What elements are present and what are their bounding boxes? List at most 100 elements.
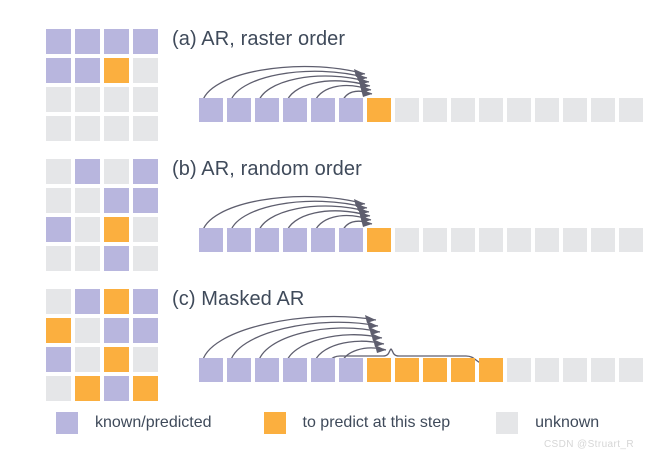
grid-cell-unknown [46,188,71,213]
sequence-cell-unknown [451,228,475,252]
grid-cell-unknown [46,289,71,314]
sequence-cell-known [283,228,307,252]
sequence-cell-unknown [535,228,559,252]
grid-cell-known [133,318,158,343]
grid-cell-unknown [104,116,129,141]
sequence-cell-known [227,228,251,252]
panel-c: (c) Masked AR [0,280,648,405]
sequence-cell-unknown [451,98,475,122]
sequence-cell-known [311,98,335,122]
sequence-cell-unknown [535,98,559,122]
panel-b-grid [46,159,158,271]
grid-cell-known [104,318,129,343]
panel-c-grid [46,289,158,401]
grid-cell-unknown [75,188,100,213]
grid-cell-predict [104,217,129,242]
sequence-cell-known [339,228,363,252]
grid-cell-known [133,289,158,314]
grid-cell-predict [104,58,129,83]
grid-cell-unknown [75,87,100,112]
grid-cell-unknown [75,347,100,372]
panel-b-title: (b) AR, random order [172,158,362,180]
grid-cell-unknown [133,246,158,271]
panel-a: (a) AR, raster order [0,20,648,145]
sequence-cell-unknown [395,228,419,252]
sequence-cell-predict [451,358,475,382]
sequence-cell-predict [367,358,391,382]
sequence-cell-unknown [535,358,559,382]
legend-item-predict: to predict at this step [263,412,451,434]
sequence-cell-known [311,358,335,382]
grid-cell-known [75,159,100,184]
legend-label-unknown: unknown [535,414,600,431]
legend-swatch-unknown [496,412,519,434]
grid-cell-unknown [46,116,71,141]
grid-cell-unknown [133,58,158,83]
grid-cell-known [75,58,100,83]
grid-cell-unknown [75,318,100,343]
sequence-cell-predict [423,358,447,382]
sequence-cell-unknown [619,358,643,382]
panel-b-sequence [199,228,643,252]
sequence-cell-predict [367,228,391,252]
grid-cell-unknown [75,246,100,271]
sequence-cell-unknown [591,98,615,122]
sequence-cell-known [311,228,335,252]
panel-c-title: (c) Masked AR [172,288,305,310]
grid-cell-unknown [133,87,158,112]
grid-cell-unknown [104,159,129,184]
sequence-cell-known [283,98,307,122]
grid-cell-unknown [46,376,71,401]
sequence-cell-known [199,98,223,122]
sequence-cell-predict [479,358,503,382]
sequence-cell-unknown [479,228,503,252]
sequence-cell-unknown [423,228,447,252]
sequence-cell-known [199,358,223,382]
sequence-cell-unknown [507,358,531,382]
legend-label-predict: to predict at this step [302,414,451,431]
sequence-cell-known [227,98,251,122]
grid-cell-unknown [75,116,100,141]
grid-cell-unknown [46,87,71,112]
grid-cell-unknown [46,159,71,184]
grid-cell-known [133,159,158,184]
sequence-cell-predict [395,358,419,382]
grid-cell-known [133,188,158,213]
legend-item-unknown: unknown [496,412,599,434]
sequence-cell-predict [367,98,391,122]
panel-c-sequence [199,358,643,382]
sequence-cell-unknown [619,228,643,252]
grid-cell-known [104,376,129,401]
grid-cell-unknown [75,217,100,242]
sequence-cell-unknown [563,98,587,122]
sequence-cell-unknown [507,98,531,122]
legend-item-known: known/predicted [56,412,212,434]
sequence-cell-known [283,358,307,382]
grid-cell-known [75,29,100,54]
sequence-cell-unknown [479,98,503,122]
sequence-cell-unknown [507,228,531,252]
legend: known/predicted to predict at this step … [56,412,599,434]
grid-cell-unknown [133,116,158,141]
grid-cell-known [133,29,158,54]
grid-cell-known [46,29,71,54]
grid-cell-unknown [133,217,158,242]
sequence-cell-unknown [423,98,447,122]
sequence-cell-known [255,358,279,382]
sequence-cell-known [255,98,279,122]
sequence-cell-known [199,228,223,252]
panel-a-title: (a) AR, raster order [172,28,346,50]
grid-cell-predict [75,376,100,401]
grid-cell-predict [104,289,129,314]
panel-a-grid [46,29,158,141]
grid-cell-predict [133,376,158,401]
grid-cell-known [104,29,129,54]
grid-cell-known [104,188,129,213]
grid-cell-known [104,246,129,271]
legend-label-known: known/predicted [95,414,212,431]
legend-swatch-known [56,412,78,434]
sequence-cell-unknown [395,98,419,122]
grid-cell-known [46,58,71,83]
grid-cell-known [46,347,71,372]
